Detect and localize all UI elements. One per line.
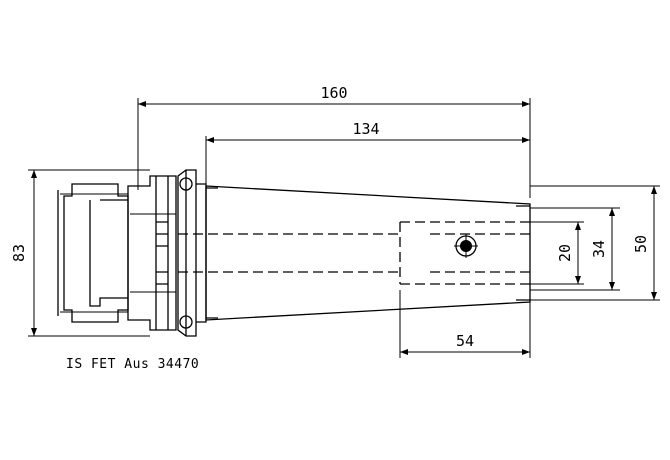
dimension-bore-inner: 20 [530, 221, 584, 285]
dim-label-50: 50 [632, 235, 650, 253]
dimension-tip-diameter: 50 [530, 185, 660, 301]
dimension-overall-length: 160 [137, 84, 531, 198]
dimension-bore-outer: 34 [530, 207, 620, 291]
internal-bore [178, 221, 530, 285]
dim-label-20: 20 [556, 244, 574, 262]
dim-label-34: 34 [590, 240, 608, 258]
holder-body [205, 185, 531, 321]
dimension-body-length: 134 [205, 120, 530, 186]
holder-flange [127, 169, 207, 337]
dim-label-134: 134 [352, 120, 379, 138]
dim-label-54: 54 [456, 332, 474, 350]
drawing-note: IS FET Aus 34470 [66, 357, 199, 372]
set-screw-hole [454, 234, 478, 258]
dim-label-160: 160 [320, 84, 347, 102]
dimension-flange-diameter: 83 [10, 169, 150, 337]
holder-shank [57, 183, 129, 323]
dim-label-83: 83 [10, 244, 28, 262]
dimension-bore-length: 54 [399, 290, 531, 358]
